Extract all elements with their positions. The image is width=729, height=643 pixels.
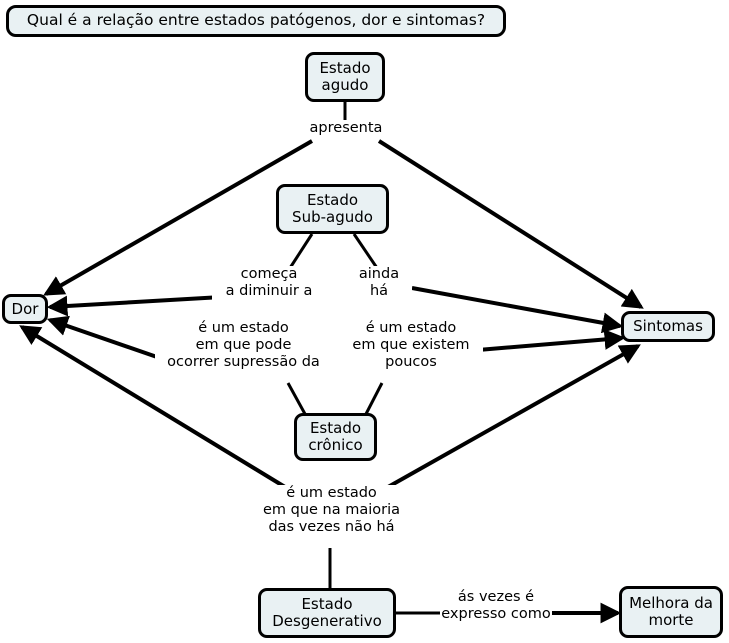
edge-subagudo-to-comeca (288, 233, 314, 269)
node-estado-cronico[interactable]: Estado crônico (294, 413, 377, 461)
node-sintomas[interactable]: Sintomas (621, 311, 715, 342)
edge-label-as-vezes-e-expresso-como[interactable]: ás vezes é expresso como (440, 589, 552, 623)
node-estado-agudo[interactable]: Estado agudo (305, 52, 385, 102)
node-estado-sub-agudo[interactable]: Estado Sub-agudo (276, 184, 389, 234)
edge-apresenta-to-dor (43, 139, 313, 296)
edge-supressao-to-dor (46, 315, 158, 359)
focus-question-box[interactable]: Qual é a relação entre estados patógenos… (6, 5, 506, 37)
edge-subagudo-to-ainda (352, 233, 379, 269)
edge-maioria-to-dor (19, 325, 287, 489)
edge-poucos-to-sintomas (477, 329, 626, 352)
edge-maioria-to-sintomas (387, 344, 641, 489)
node-melhora-da-morte[interactable]: Melhora da morte (619, 586, 723, 638)
node-estado-desgenerativo[interactable]: Estado Desgenerativo (258, 588, 396, 638)
edge-label-apresenta[interactable]: apresenta (294, 120, 398, 137)
edge-label-ainda-ha[interactable]: ainda há (346, 266, 412, 300)
edge-apresenta-to-sintomas (377, 139, 644, 309)
node-dor[interactable]: Dor (2, 294, 48, 324)
edge-comeca-to-dor (46, 295, 223, 317)
edge-cronico-to-poucos (364, 382, 384, 415)
edge-cronico-to-supressao (286, 382, 307, 415)
edge-ainda-to-sintomas (411, 286, 624, 334)
edge-label-ocorrer-supressao-da[interactable]: é um estado em que pode ocorrer supressã… (155, 320, 332, 371)
edge-label-na-maioria-das-vezes-nao-ha[interactable]: é um estado em que na maioria das vezes … (243, 485, 420, 536)
edge-label-comeca-a-diminuir-a[interactable]: começa a diminuir a (212, 266, 326, 300)
edge-label-em-que-existem-poucos[interactable]: é um estado em que existem poucos (339, 320, 483, 371)
